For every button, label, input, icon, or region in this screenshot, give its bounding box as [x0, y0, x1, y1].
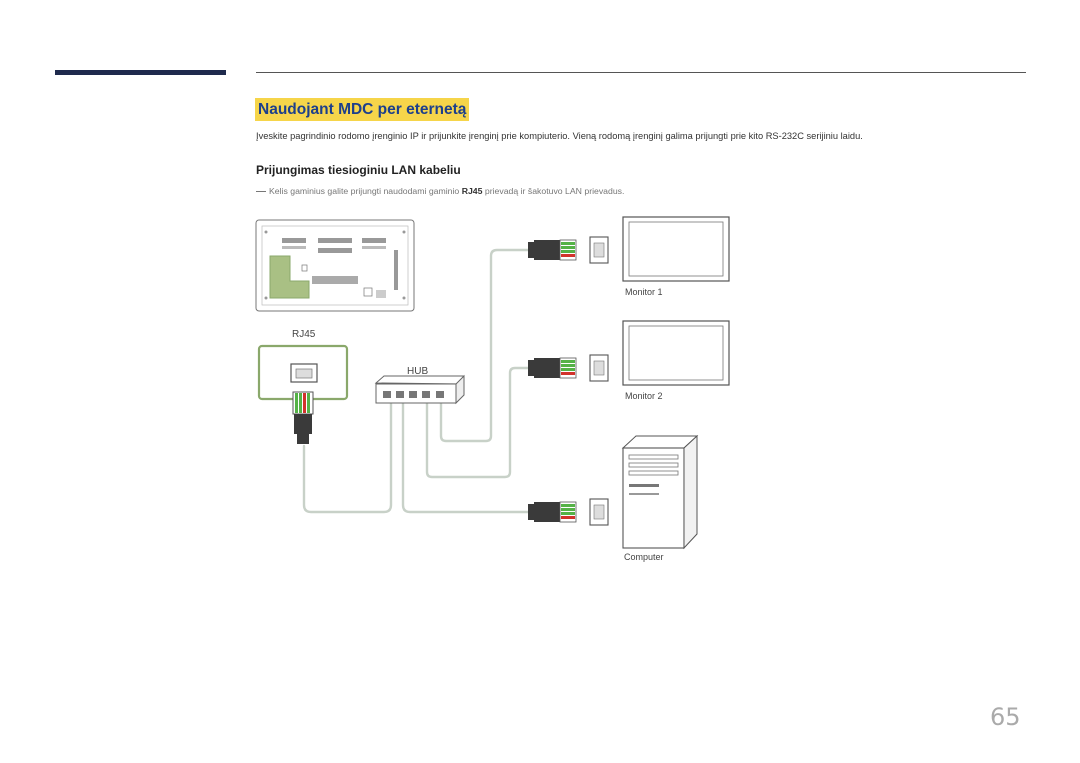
cable-hub-to-monitor1 — [439, 248, 530, 443]
cable-hub-to-computer — [401, 400, 530, 514]
rj45-port-zoom — [257, 344, 349, 401]
sub-title: Prijungimas tiesioginiu LAN kabeliu — [256, 163, 461, 177]
plug-display — [292, 391, 314, 444]
rj45-label: RJ45 — [292, 329, 316, 340]
monitor-2-label: Monitor 2 — [625, 391, 663, 401]
section-title: Naudojant MDC per eternetą — [255, 98, 470, 121]
computer-label: Computer — [624, 552, 664, 562]
monitor-2-icon — [622, 320, 730, 386]
header-rule — [256, 72, 1026, 73]
note-bold: RJ45 — [461, 186, 483, 196]
note-post: prievadą ir šakotuvo LAN prievadus. — [482, 186, 625, 196]
intro-paragraph: Įveskite pagrindinio rodomo įrenginio IP… — [256, 131, 863, 141]
cable-pc-to-hub — [302, 400, 393, 514]
rj45-port-highlight — [269, 255, 310, 299]
page-number: 65 — [990, 703, 1021, 731]
header-accent-bar — [55, 70, 226, 75]
hub-label: HUB — [407, 366, 429, 377]
hub-device — [374, 374, 465, 405]
plug-monitor1 — [528, 236, 609, 264]
monitor-1-label: Monitor 1 — [625, 287, 663, 297]
computer-tower-icon — [621, 434, 699, 550]
note-dash — [256, 191, 266, 193]
lan-cables — [302, 248, 530, 514]
note-pre: Kelis gaminius galite prijungti naudodam… — [269, 186, 462, 196]
plug-computer — [528, 498, 609, 526]
note: Kelis gaminius galite prijungti naudodam… — [256, 186, 624, 196]
display-back-panel — [255, 219, 415, 312]
cable-hub-to-monitor2 — [425, 366, 530, 479]
plug-monitor2 — [528, 354, 609, 382]
monitor-1-icon — [622, 216, 730, 282]
